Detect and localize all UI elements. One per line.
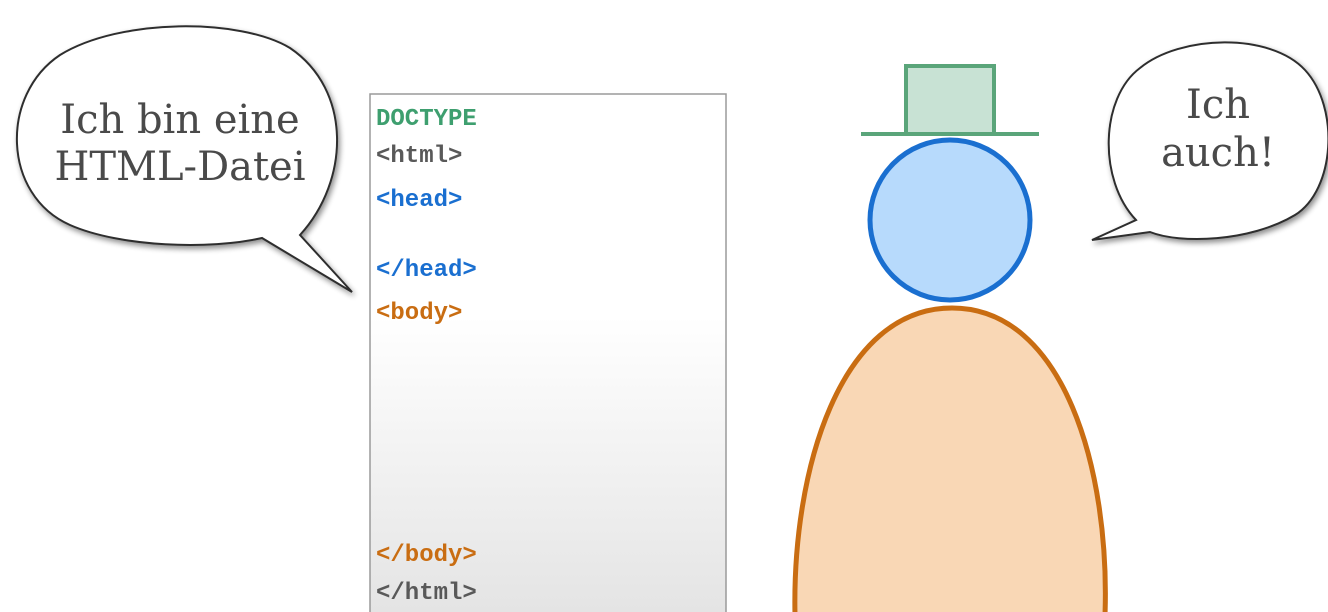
code-html-open: <html> — [376, 143, 462, 170]
html-document-page — [369, 93, 727, 612]
right-bubble-line1: Ich — [1186, 82, 1250, 128]
left-bubble-line2: HTML-Datei — [54, 144, 305, 190]
code-html-close: </html> — [376, 580, 477, 607]
figure — [792, 64, 1108, 612]
right-bubble-line2: auch! — [1161, 130, 1275, 176]
body-shape — [792, 305, 1108, 612]
left-bubble-line1: Ich bin eine — [60, 97, 299, 143]
code-body-close: </body> — [376, 542, 477, 569]
code-doctype: DOCTYPE — [376, 106, 477, 133]
left-speech-bubble: Ich bin eine HTML-Datei — [16, 25, 353, 293]
right-speech-bubble: Ich auch! — [1091, 41, 1328, 241]
hat-crown — [904, 64, 996, 136]
code-head-close: </head> — [376, 257, 477, 284]
hat-icon — [861, 64, 1039, 136]
right-speech-bubble-shape — [1091, 41, 1328, 241]
left-speech-bubble-shape — [16, 25, 353, 293]
code-body-open: <body> — [376, 300, 462, 327]
code-head-open: <head> — [376, 187, 462, 214]
html-document: DOCTYPE <html> <head> </head> <body> </b… — [369, 93, 727, 612]
head-circle — [867, 137, 1033, 303]
